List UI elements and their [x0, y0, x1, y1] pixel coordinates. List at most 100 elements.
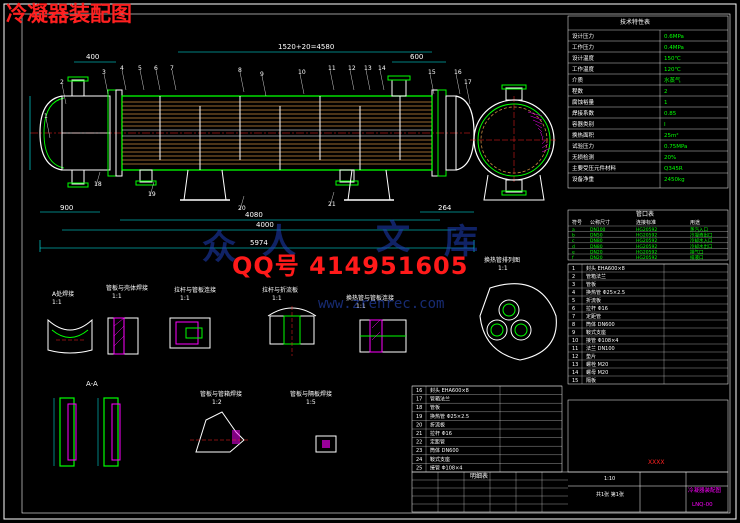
nozzle-table-heading: 管口表: [636, 210, 654, 218]
balloon-2: 2: [60, 79, 67, 105]
balloon-label: 16: [454, 69, 462, 76]
scale-detail4: 1:1: [272, 295, 282, 302]
scale-detail1: 1:1: [52, 299, 62, 306]
drawing-frame: [3, 3, 737, 520]
part-index: 17: [416, 397, 422, 403]
inner-frame: [21, 13, 731, 514]
nozzle-cell: 冷凝液出口: [690, 232, 713, 239]
tech-row-label: 试验压力: [572, 142, 594, 150]
tech-row-value: 1: [664, 100, 668, 106]
scale-tubesheet: 1:1: [498, 265, 508, 272]
parts-heading: 明细表: [470, 472, 488, 480]
part-name: 垫片: [586, 353, 596, 360]
balloon-8: 8: [238, 67, 245, 93]
part-index: 10: [572, 338, 578, 344]
nozzle-cell: DN50: [590, 233, 603, 239]
nozzle-cell: 排气口: [690, 248, 704, 255]
part-name: 折流板: [586, 297, 601, 304]
nozzle-d: [339, 169, 355, 183]
nozzle-cell: 冷却水出口: [690, 243, 713, 250]
baffles: [159, 96, 401, 170]
label-section-aa: A-A: [86, 380, 98, 388]
part-index: 22: [416, 440, 422, 446]
part-name: 接管 Φ108×4: [586, 337, 618, 344]
balloon-4: 4: [120, 65, 127, 91]
tubesheet-layout: [479, 283, 557, 361]
balloon-label: 5: [138, 65, 142, 72]
part-index: 13: [572, 362, 578, 368]
tech-row-label: 设备净重: [572, 175, 595, 183]
nozzle-cell: HG20592: [636, 249, 657, 255]
title-block-scale: 1:10: [604, 476, 615, 482]
label-tubesheet: 换热管排列图: [484, 256, 520, 264]
tech-row-label: 容器类别: [572, 120, 594, 128]
balloon-18: 18: [94, 171, 102, 188]
balloon-label: 4: [120, 65, 124, 72]
balloon-label: 10: [298, 69, 306, 76]
part-name: 拉杆 Φ16: [430, 430, 452, 437]
tech-table-heading: 技术特性表: [620, 18, 650, 26]
tech-row-label: 无损检测: [572, 153, 595, 161]
main-elevation-view: [30, 75, 475, 201]
part-index: 3: [572, 282, 575, 288]
part-name: 鞍式支座: [586, 329, 606, 336]
nozzle-c: [391, 79, 407, 97]
part-name: 隔板: [586, 377, 596, 384]
part-name: 换热管 Φ25×2.5: [430, 413, 469, 420]
nozzle-cell: HG20592: [636, 227, 657, 233]
title-block-sheet: 共1张 第1张: [596, 491, 624, 498]
balloon-label: 2: [60, 79, 64, 86]
nozzle-cell: DN100: [590, 227, 606, 233]
tech-row-label: 换热面积: [572, 131, 595, 139]
tech-row-label: 腐蚀裕量: [572, 98, 595, 106]
balloon-label: 11: [328, 65, 336, 72]
part-name: 管板: [430, 404, 440, 411]
balloon-10: 10: [298, 69, 306, 95]
tech-row-label: 工作压力: [572, 43, 594, 51]
part-index: 15: [572, 378, 578, 384]
dim-top-span: 1520+20=4580: [278, 43, 334, 51]
dimension-texts: 5974 4000 4080 1520+20=4580 900 264 400 …: [60, 43, 452, 247]
balloon-label: 18: [94, 181, 102, 188]
tech-row-label: 程数: [572, 87, 584, 95]
balloon-label: 8: [238, 67, 242, 74]
detail-views: [47, 283, 557, 467]
scale-detail3: 1:1: [180, 295, 190, 302]
nozzle-cell: 排液口: [690, 254, 704, 261]
tech-row-label: 设计温度: [572, 54, 595, 62]
title-block-name: 冷凝器装配图: [688, 486, 722, 494]
label-detail3: 拉杆与管板连接: [174, 286, 216, 294]
balloon-label: 3: [102, 69, 106, 76]
part-name: 折流板: [430, 421, 445, 428]
part-name: 筒体 DN600: [586, 321, 615, 328]
balloon-3: 3: [102, 69, 109, 95]
shell-cylinder: [121, 95, 433, 171]
part-index: 6: [572, 306, 575, 312]
title-block-unit: XXXX: [648, 459, 664, 466]
balloon-16: 16: [454, 69, 462, 95]
nozzle-cell: 冷却水入口: [690, 237, 713, 244]
nozzle-col-header: 连接标准: [636, 219, 656, 226]
balloon-label: 9: [260, 71, 264, 78]
balloon-7: 7: [170, 65, 177, 91]
balloon-6: 6: [154, 65, 161, 91]
dim-nozzle-right: 600: [410, 53, 423, 61]
nozzle-table: [567, 209, 729, 261]
part-name: 接管 Φ108×4: [430, 464, 462, 471]
end-view: [470, 84, 558, 201]
nozzle-cell: d: [572, 244, 575, 250]
nozzle-col-header: 用途: [690, 219, 700, 226]
part-index: 18: [416, 405, 422, 411]
balloon-14: 14: [378, 65, 386, 91]
drawing-title: 冷凝器装配图: [6, 2, 132, 26]
nozzle-cell: DN80: [590, 238, 603, 244]
scale-detail6: 1:2: [212, 399, 222, 406]
part-index: 12: [572, 354, 578, 360]
watermark-char-4: 库: [444, 222, 478, 262]
tech-row-value: 0.4MPa: [664, 45, 684, 51]
label-detail4: 拉杆与折流板: [262, 286, 298, 294]
part-index: 23: [416, 448, 422, 454]
part-name: 封头 EHA600×8: [430, 387, 469, 394]
